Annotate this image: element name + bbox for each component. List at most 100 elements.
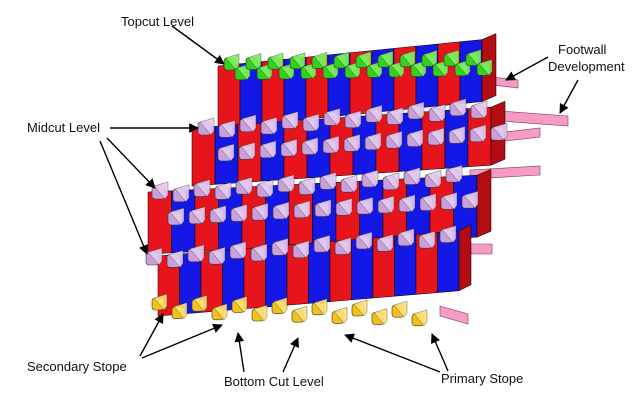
topcut-drift [443,49,460,67]
bottom-cut-drift [391,300,408,318]
midcut-drift [277,174,295,193]
drift-side [471,124,487,143]
midcut-drift [490,122,508,141]
annotation-arrows [99,25,579,373]
bottom-cut-drift [171,302,188,319]
drift-side [420,230,436,249]
midcut-drift [424,170,442,188]
topcut-drift [256,63,273,80]
midcut-drift [218,120,236,138]
drift-side [173,302,188,319]
drift-side [450,126,466,144]
midcut-drift [301,137,319,155]
topcut-drift [399,50,416,68]
midcut-drift [385,130,403,149]
midcut-drift [361,169,379,188]
midcut-drift [448,126,466,144]
drift-side [384,172,400,191]
drift-side [324,135,340,154]
drift-side [421,193,437,211]
primary-stope [191,126,216,187]
drift-side [373,308,388,325]
drift-side [211,205,227,223]
drift-side [253,304,268,322]
midcut-drift [419,193,437,211]
midcut-drift [302,113,320,132]
midcut-arrow-2 [106,137,156,189]
secondary-stope-label: Secondary Stope [27,359,127,374]
drift-side [273,297,288,314]
midcut-drift [335,198,353,216]
midcut-drift [427,127,445,146]
midcut-drift [298,177,316,195]
midcut-drift [259,140,277,159]
bottom-cut-drift [211,303,228,321]
drift-side [293,305,308,323]
topcut-drift [465,49,482,66]
midcut-drift [250,243,268,262]
midcut-drift [187,244,205,263]
drift-side [393,300,408,318]
drift-side [252,243,268,262]
drift-side [441,225,457,243]
drift-side [445,49,460,67]
drift-side [247,53,262,70]
midcut-drift [407,101,425,120]
bottom-cut-drift [251,304,268,322]
drift-side [333,307,348,324]
drift-side [442,192,458,210]
footwall-arrow-2 [559,79,579,114]
midcut-drift [188,206,206,225]
midcut-drift [193,179,211,197]
drift-side [346,110,362,129]
drift-side [357,51,372,68]
drift-side [409,101,425,120]
drift-side [168,250,184,268]
drift-side [378,234,394,252]
footwall-arrow-1 [505,56,549,81]
midcut-drift [403,167,421,185]
drift-side [472,100,488,119]
midcut-drift [293,200,311,219]
drift-side [300,177,316,195]
drift-side [241,114,257,133]
drift-side [313,298,328,316]
drift-side [195,179,211,197]
drift-side [169,207,185,226]
drift-side [274,201,290,220]
bottom-cut-drift [331,307,348,324]
drift-side [388,107,404,125]
drift-side [315,234,331,253]
drift-side [335,51,350,69]
drift-side [451,98,467,117]
drift-side [478,59,493,76]
drift-side [291,52,306,70]
drift-side [279,174,295,193]
drift-side [413,309,428,327]
drift-side [387,130,403,149]
drift-side [325,108,341,126]
bottom-cut-drift [151,293,168,311]
drift-side [231,241,247,259]
drift-side [153,181,169,200]
midcut-drift [251,202,269,221]
footwall-label-line1: Footwall [558,42,607,57]
drift-side [153,293,168,311]
midcut-drift [461,190,479,209]
midcut-drift [344,110,362,129]
midcut-drift [166,250,184,268]
drift-side [342,174,358,193]
drift-side [213,303,228,321]
drift-side [408,129,424,147]
midcut-drift [356,196,374,215]
drift-side [240,142,256,160]
midcut-drift [469,124,487,143]
midcut-drift [172,184,190,203]
drift-side [336,237,352,255]
topcut-arrow [171,25,225,65]
drift-side [225,53,240,71]
drift-side [304,113,320,132]
bottom-cut-drift [231,296,248,313]
drift-side [492,122,508,141]
